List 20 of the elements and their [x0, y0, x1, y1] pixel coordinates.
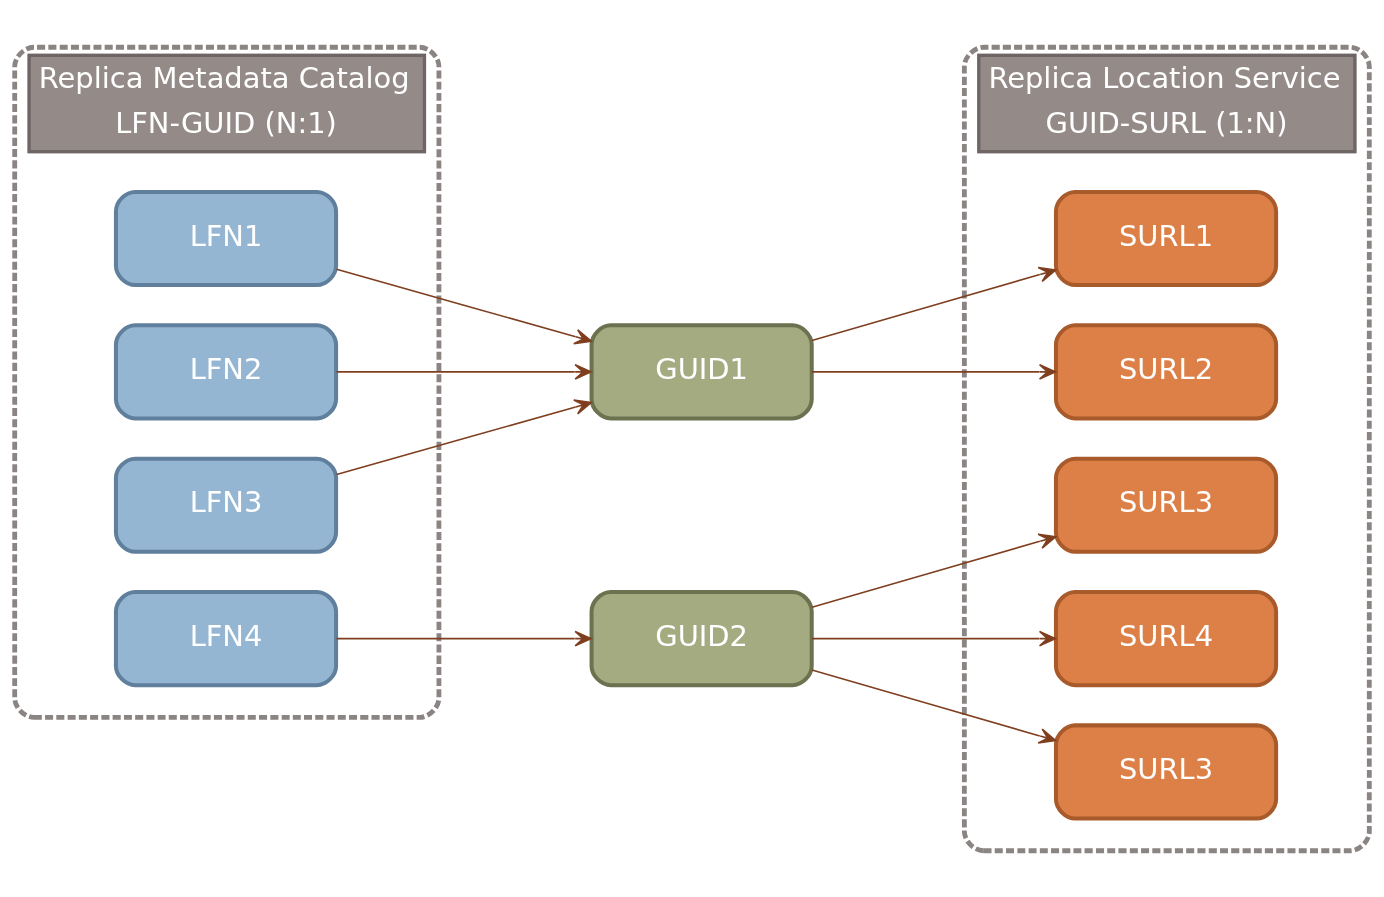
node-box: LFN1	[113, 189, 339, 287]
node-box: LFN4	[113, 589, 339, 687]
arrow	[811, 532, 1057, 608]
arrow	[335, 267, 592, 345]
node-box: SURL2	[1053, 322, 1279, 420]
node-box: SURL4	[1053, 589, 1279, 687]
node-box: LFN3	[113, 456, 339, 554]
arrow	[811, 668, 1057, 744]
arrow	[335, 398, 592, 475]
node-box: GUID1	[589, 322, 814, 420]
node-box: LFN2	[113, 322, 339, 420]
node-box: SURL3	[1053, 456, 1279, 554]
arrow	[811, 363, 1057, 380]
node-box: SURL1	[1053, 189, 1279, 287]
node-box: GUID2	[589, 589, 814, 687]
arrow	[335, 630, 592, 647]
arrow	[335, 363, 592, 380]
arrow	[811, 266, 1057, 341]
node-box: SURL3	[1053, 722, 1279, 821]
arrow	[811, 630, 1057, 647]
